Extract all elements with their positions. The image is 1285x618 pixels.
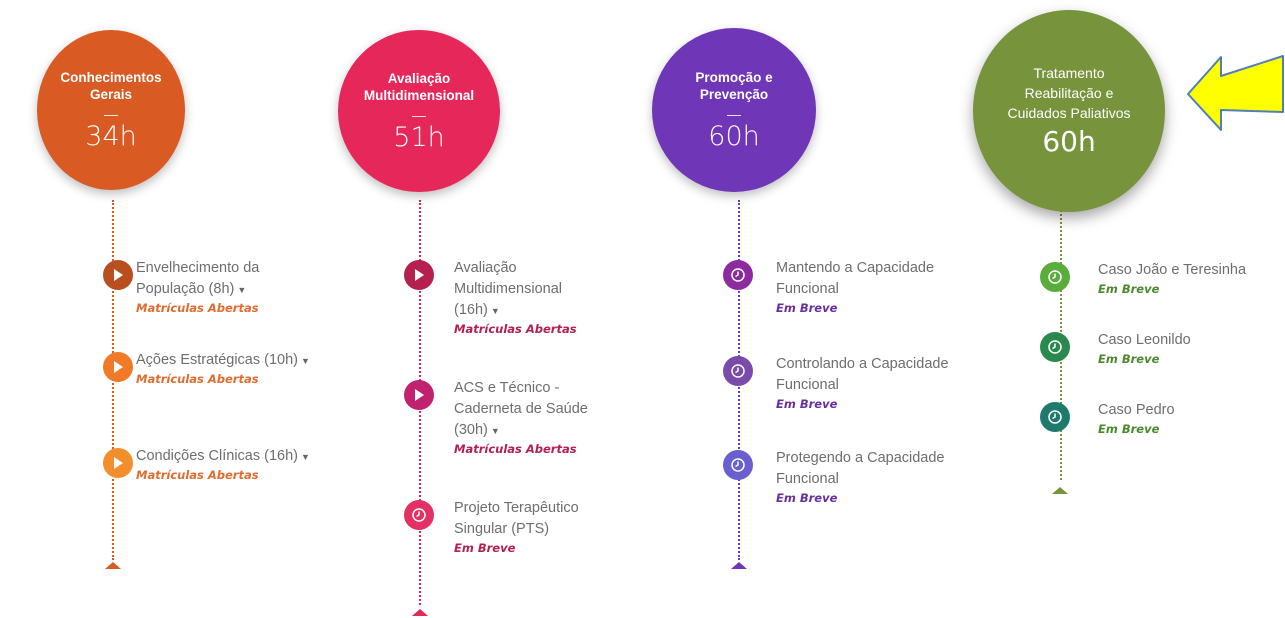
caret-down-icon[interactable]: ▼ (490, 426, 500, 436)
play-icon[interactable] (103, 448, 133, 478)
module-title: Conhecimentos Gerais (60, 69, 162, 102)
timeline-end-marker (1052, 487, 1068, 494)
divider (727, 114, 741, 116)
course-title[interactable]: Avaliação Multidimensional (16h) (454, 260, 562, 318)
course-title[interactable]: Caso Leonildo (1098, 332, 1191, 348)
clock-icon[interactable] (723, 450, 753, 480)
course-title[interactable]: Projeto Terapêutico Singular (PTS) (454, 500, 579, 537)
module-hours: 34h (85, 120, 137, 152)
clock-icon[interactable] (1040, 402, 1070, 432)
course-title[interactable]: ACS e Técnico - Caderneta de Saúde (30h) (454, 380, 588, 438)
play-icon[interactable] (404, 260, 434, 290)
timeline-end-marker (412, 609, 428, 616)
track-conhecimentos-gerais: Conhecimentos Gerais 34h Envelhecimento … (0, 0, 310, 618)
course-status: Matrículas Abertas (454, 442, 577, 456)
course-status: Em Breve (776, 491, 838, 505)
module-hours: 60h (708, 120, 760, 152)
course-title[interactable]: Ações Estratégicas (10h) (136, 352, 298, 368)
play-icon[interactable] (103, 352, 133, 382)
course-status: Em Breve (1098, 352, 1160, 366)
module-title: Tratamento Reabilitação e Cuidados Palia… (1007, 65, 1131, 121)
course-status: Matrículas Abertas (136, 301, 259, 315)
caret-down-icon[interactable]: ▼ (237, 285, 247, 295)
module-circle[interactable]: Conhecimentos Gerais 34h (37, 30, 185, 190)
module-circle[interactable]: Avaliação Multidimensional 51h (338, 30, 500, 192)
course-status: Matrículas Abertas (136, 372, 259, 386)
course-title[interactable]: Controlando a Capacidade Funcional (776, 356, 949, 393)
divider (412, 115, 426, 117)
clock-icon[interactable] (1040, 262, 1070, 292)
module-hours: 51h (393, 121, 445, 153)
clock-icon[interactable] (1040, 332, 1070, 362)
course-status: Em Breve (776, 301, 838, 315)
play-icon[interactable] (103, 260, 133, 290)
play-icon[interactable] (404, 380, 434, 410)
course-status: Matrículas Abertas (454, 322, 577, 336)
caret-down-icon[interactable]: ▼ (301, 452, 310, 462)
clock-icon[interactable] (404, 500, 434, 530)
track-promocao-prevencao: Promoção e Prevenção 60h Mantendo a Capa… (630, 0, 949, 618)
course-title[interactable]: Caso Pedro (1098, 402, 1175, 418)
course-title[interactable]: Condições Clínicas (16h) (136, 448, 298, 464)
clock-icon[interactable] (723, 260, 753, 290)
timeline-end-marker (105, 562, 121, 569)
course-title[interactable]: Protegendo a Capacidade Funcional (776, 450, 945, 487)
divider (104, 114, 118, 116)
course-title[interactable]: Caso João e Teresinha (1098, 262, 1247, 278)
track-tratamento-reabilitacao: Tratamento Reabilitação e Cuidados Palia… (960, 0, 1285, 618)
track-avaliacao-multidimensional: Avaliação Multidimensional 51h Avaliação… (310, 0, 590, 618)
course-title[interactable]: Mantendo a Capacidade Funcional (776, 260, 935, 297)
course-title[interactable]: Envelhecimento da População (8h) (136, 260, 260, 297)
course-status: Em Breve (1098, 422, 1160, 436)
course-status: Em Breve (776, 397, 838, 411)
arrow-left-icon (1187, 55, 1284, 131)
module-title: Avaliação Multidimensional (363, 70, 475, 103)
caret-down-icon[interactable]: ▼ (490, 306, 500, 316)
module-circle[interactable]: Promoção e Prevenção 60h (652, 28, 816, 192)
module-circle[interactable]: Tratamento Reabilitação e Cuidados Palia… (973, 10, 1165, 212)
timeline-end-marker (731, 562, 747, 569)
course-status: Matrículas Abertas (136, 468, 259, 482)
module-title: Promoção e Prevenção (695, 69, 773, 102)
course-status: Em Breve (1098, 282, 1160, 296)
caret-down-icon[interactable]: ▼ (301, 356, 310, 366)
module-hours: 60h (1042, 125, 1096, 158)
clock-icon[interactable] (723, 356, 753, 386)
course-status: Em Breve (454, 541, 516, 555)
